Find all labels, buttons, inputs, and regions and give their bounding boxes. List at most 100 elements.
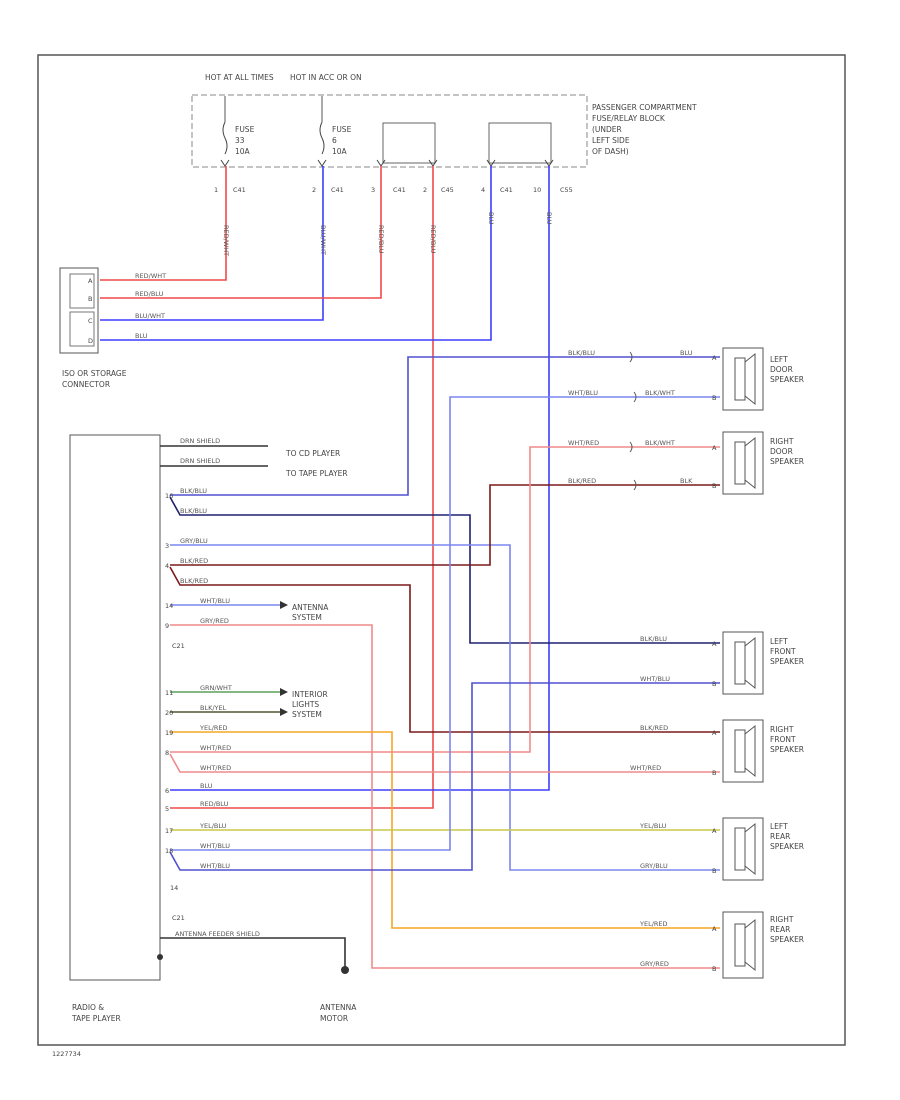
fb-pin-3: 3: [371, 186, 375, 194]
speaker-body: [722, 719, 764, 783]
wire-blu-storage: [100, 166, 492, 341]
speaker-wire-1b: BLK/WHT: [645, 439, 675, 447]
storage-connector-inner-2: [69, 311, 95, 347]
speaker-body: [722, 431, 764, 495]
fb-pin-4: 2: [423, 186, 427, 194]
speaker-cone-icon: [734, 724, 756, 778]
rw-lbl-12: BLU: [200, 782, 213, 790]
fuse-6-icon: [319, 121, 325, 155]
route-gry-red-right-rear: [170, 624, 720, 969]
rw-lbl-5: WHT/BLU: [200, 597, 230, 605]
radio-tape-player: RADIO &TAPE PLAYER C21 C21 14: [69, 434, 185, 1023]
storage-wire-2: RED/BLU: [135, 290, 164, 298]
rw-pin-2: 3: [165, 542, 169, 550]
vwl-5: BLU: [487, 212, 495, 225]
speaker-wire-1: YEL/BLU: [639, 822, 667, 830]
speaker-pin-b: B: [712, 965, 716, 973]
rw-pin-9: 19: [165, 729, 173, 737]
vwl-3: RED/BLU: [377, 225, 385, 254]
rw-lbl-8: BLK/YEL: [200, 704, 227, 712]
rw-pin-3: 4: [165, 562, 169, 570]
speaker-wire-2b: BLK/WHT: [645, 389, 675, 397]
vwl-6: BLU: [545, 212, 553, 225]
wire-blu-wht-feed: [100, 166, 324, 321]
fb-conn-3: C41: [393, 186, 406, 194]
speaker-pin-a: A: [712, 444, 717, 452]
radio-connector-c21-top: C21: [172, 642, 185, 650]
wire-red-wht-feed: [100, 166, 227, 281]
rw-pin-8: 20: [165, 709, 173, 717]
feeder-label: ANTENNA FEEDER SHIELD: [175, 930, 260, 938]
radio-wire-routes: [160, 356, 720, 969]
speaker-cone-icon: [734, 436, 756, 490]
fb-pin-6: 10: [533, 186, 541, 194]
vertical-wire-labels: RED/WHT BLU/WHT RED/BLU RED/BLU BLU BLU: [222, 212, 553, 256]
fuse-block-label: PASSENGER COMPARTMENT FUSE/RELAY BLOCK (…: [592, 103, 699, 156]
rw-lbl-0: BLK/BLU: [180, 487, 207, 495]
connector-break-icon: [629, 441, 637, 491]
fb-conn-1: C41: [233, 186, 246, 194]
speaker-cone-icon: [734, 636, 756, 690]
drain-shields: DRN SHIELD DRN SHIELD TO CD PLAYER TO TA…: [160, 437, 348, 478]
fb-pin-2: 2: [312, 186, 316, 194]
speaker-pin-b: B: [712, 867, 716, 875]
speaker-wire-2: WHT/RED: [630, 764, 661, 772]
speaker-wire-2: WHT/BLU: [568, 389, 598, 397]
radio-connector-c21-bottom: C21: [172, 914, 185, 922]
speaker-wire-2: BLK/RED: [568, 477, 596, 485]
rw-lbl-15: WHT/BLU: [200, 842, 230, 850]
fb-conn-2: C41: [331, 186, 344, 194]
storage-connector-body: [59, 267, 99, 354]
wire-red-blu-storage: [100, 166, 382, 299]
fuse-block-internal-box-2: [488, 122, 552, 164]
hot-at-all-times-label: HOT AT ALL TIMES: [205, 73, 274, 82]
storage-pin-a: A: [88, 277, 93, 285]
footer-code: 1227734: [52, 1050, 81, 1058]
speaker-wire-2: WHT/BLU: [640, 675, 670, 683]
route-wht-blu-left-front: [169, 682, 720, 871]
speaker-wire-2: GRY/RED: [640, 960, 669, 968]
fuse-block-internal-box-1: [382, 122, 436, 164]
rw-lbl-9: YEL/RED: [199, 724, 228, 732]
speaker-pin-a: A: [712, 729, 717, 737]
route-blk-blu-left-front: [169, 496, 720, 644]
storage-pin-c: C: [88, 317, 93, 325]
rw-lbl-1: BLK/BLU: [180, 507, 207, 515]
speaker-pin-a: A: [712, 354, 717, 362]
fuse-wires: [100, 166, 550, 809]
storage-pin-b: B: [88, 295, 92, 303]
route-blk-red-right-door: [170, 484, 720, 566]
speaker-body: [722, 631, 764, 695]
speaker-cone-icon: [734, 352, 756, 406]
radio-body: [69, 434, 161, 981]
rw-pin-7: 11: [165, 689, 173, 697]
speaker-cone-icon: [734, 918, 756, 972]
rw-pin-6: 9: [165, 622, 169, 630]
rw-pin-12: 6: [165, 787, 169, 795]
fb-conn-6: C55: [560, 186, 573, 194]
radio-wire-labels: 16 BLK/BLU BLK/BLU 3 GRY/BLU 4 BLK/RED B…: [165, 487, 260, 938]
speaker-wire-2: GRY/BLU: [640, 862, 668, 870]
route-blk-blu-left-door: [170, 356, 720, 496]
rw-lbl-4: BLK/RED: [180, 577, 208, 585]
rw-lbl-6: GRY/RED: [200, 617, 229, 625]
storage-connector: A B C D RED/WHT RED/BLU BLU/WHT BLU ISO …: [59, 267, 166, 389]
fb-conn-5: C41: [500, 186, 513, 194]
interior-arrow-icon-1: [280, 688, 288, 696]
interior-arrow-icon-2: [280, 708, 288, 716]
speaker-pin-b: B: [712, 394, 716, 402]
diagram-border: [37, 54, 846, 1046]
